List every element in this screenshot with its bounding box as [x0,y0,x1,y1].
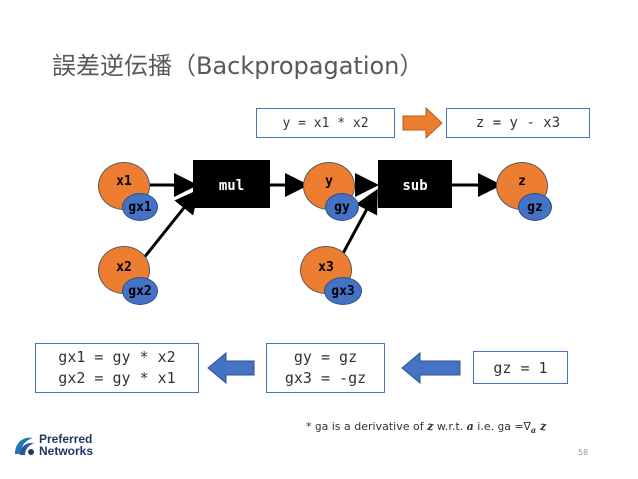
gy-label: gy [334,199,350,215]
gz-label: gz [527,199,543,215]
backward-eq-gx2-text: gx2 = gy * x1 [58,369,176,387]
x2-label: x2 [116,259,132,275]
gx2-label: gx2 [128,283,152,299]
edge-x2-mul [141,189,199,260]
edge-x3-sub [338,188,378,260]
slide-title: 誤差逆伝播（Backpropagation） [52,52,424,80]
mul-label: mul [218,178,245,194]
backward-eq-gx1-text: gx1 = gy * x2 [58,348,176,366]
backward-arrow-right [401,351,461,385]
z-label: z [518,173,526,189]
backward-eq-mul-box: gx1 = gy * x2 gx2 = gy * x1 [35,343,199,393]
forward-arrow [402,106,443,140]
gx1-label: gx1 [128,199,152,215]
mul-function-node: mul [193,160,270,208]
x3-label: x3 [318,259,334,275]
backward-arrow-left [207,351,255,385]
x1-label: x1 [116,173,132,189]
forward-eq-mul-box: y = x1 * x2 [256,108,395,138]
sub-label: sub [402,178,428,194]
pfn-logo-icon [15,437,34,455]
gx2-gradient-node: gx2 [122,277,158,305]
backward-eq-gz-box: gz = 1 [473,351,568,384]
logo-text-line2: Networks [39,444,94,458]
forward-eq-sub-box: z = y - x3 [446,108,590,138]
gx3-label: gx3 [331,283,355,299]
page-number: 58 [578,448,589,457]
gx1-gradient-node: gx1 [122,193,158,221]
sub-function-node: sub [378,160,452,208]
forward-eq-sub-text: z = y - x3 [475,115,561,131]
gx3-gradient-node: gx3 [324,277,362,305]
derivative-footnote: * ga is a derivative of z w.r.t. a i.e. … [306,420,547,436]
backward-eq-gz-text: gz = 1 [493,358,548,377]
backward-eq-sub-box: gy = gz gx3 = -gz [266,343,385,393]
y-label: y [325,173,333,189]
gz-gradient-node: gz [518,193,552,221]
backward-eq-gy-text: gy = gz [293,348,358,366]
gy-gradient-node: gy [325,193,359,221]
forward-eq-mul-text: y = x1 * x2 [282,115,369,131]
logo-text-line1: Preferred [39,432,93,446]
preferred-networks-logo: Preferred Networks [10,430,100,460]
backward-eq-gx3-text: gx3 = -gz [284,369,367,387]
